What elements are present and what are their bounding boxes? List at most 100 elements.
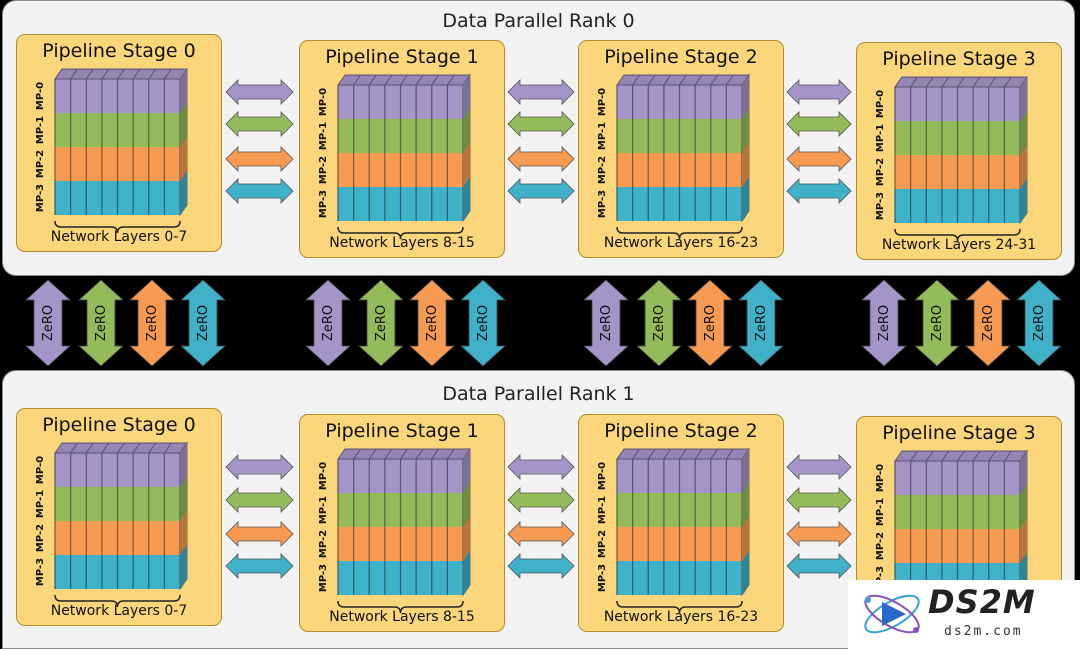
zero-label: ZeRO (196, 305, 211, 341)
mp-label: MP-1 (318, 496, 329, 524)
mp-label: MP-3 (875, 192, 886, 220)
slab-side-band (742, 517, 749, 561)
pipeline-arrow (507, 454, 575, 480)
mp-label: MP-2 (597, 530, 608, 558)
zero-arrow (77, 279, 125, 367)
slab-side-band (463, 177, 470, 221)
mp-label: MP-0 (318, 88, 329, 116)
layer-brace (616, 226, 743, 240)
mp-label: MP-2 (875, 532, 886, 560)
zero-label: ZeRO (374, 305, 389, 341)
slab-side-band (742, 551, 749, 595)
zero-arrow (459, 279, 507, 367)
pipeline-arrow (786, 521, 852, 547)
mp-label: MP-3 (597, 564, 608, 592)
mp-label: MP-3 (875, 566, 886, 594)
zero-arrow (408, 279, 456, 367)
slab-side-band (742, 143, 749, 187)
mp-label: MP-1 (35, 490, 46, 518)
zero-label: ZeRO (476, 305, 491, 341)
zero-arrow (686, 279, 734, 367)
slab-side-band (463, 75, 470, 119)
zero-label: ZeRO (599, 305, 614, 341)
stage-layers-label: Network Layers 24-31 (881, 237, 1037, 253)
zero-arrow (860, 279, 908, 367)
watermark-subtitle: ds2m.com (944, 624, 1023, 639)
slab-side-band (180, 545, 187, 589)
zero-label: ZeRO (41, 305, 56, 341)
pipeline-arrow (786, 553, 852, 579)
layer-brace (616, 600, 743, 614)
slab-side-band (1020, 77, 1027, 121)
pipeline-arrow (225, 178, 294, 204)
stage-layers-label: Network Layers 0-7 (50, 603, 188, 619)
zero-label: ZeRO (754, 305, 769, 341)
layer-slabs (616, 447, 750, 597)
pipeline-arrow (786, 79, 852, 105)
mp-label: MP-0 (597, 88, 608, 116)
slab-side-band (463, 483, 470, 527)
pipeline-arrow (507, 111, 575, 137)
pipeline-arrow (225, 79, 294, 105)
slab-side-band (742, 109, 749, 153)
zero-arrow (357, 279, 405, 367)
zero-label: ZeRO (981, 305, 996, 341)
stage-layers-label: Network Layers 16-23 (603, 609, 759, 625)
slab-side-band (1020, 111, 1027, 155)
slab-side-band (180, 443, 187, 487)
pipeline-arrow (786, 111, 852, 137)
zero-arrow (737, 279, 785, 367)
pipeline-arrow (786, 487, 852, 513)
zero-label: ZeRO (652, 305, 667, 341)
mp-label: MP-3 (597, 190, 608, 218)
slab-side-band (1020, 519, 1027, 563)
layer-stack: MP-0MP-1MP-2MP-3 (597, 73, 750, 240)
mp-label: MP-0 (35, 456, 46, 484)
slab-side-band (1020, 179, 1027, 223)
layer-stack: MP-0MP-1MP-2MP-3 (35, 441, 188, 608)
mp-label: MP-1 (875, 124, 886, 152)
layer-brace (54, 220, 181, 234)
stage-layers-label: Network Layers 8-15 (329, 609, 475, 625)
slab-side-band (180, 477, 187, 521)
mp-label: MP-0 (597, 462, 608, 490)
layer-slabs (337, 73, 471, 223)
watermark-title: DS2M (928, 583, 1036, 621)
layer-slabs (54, 67, 188, 217)
pipeline-arrow (786, 454, 852, 480)
mp-label: MP-3 (35, 184, 46, 212)
stage-title: Pipeline Stage 1 (325, 46, 479, 68)
mp-label: MP-0 (875, 464, 886, 492)
slab-side-band (742, 449, 749, 493)
logo-icon (864, 594, 920, 634)
mp-label: MP-3 (318, 190, 329, 218)
stage-title: Pipeline Stage 0 (42, 40, 196, 62)
layer-slabs (894, 75, 1028, 225)
stage-title: Pipeline Stage 3 (882, 48, 1036, 70)
mp-label: MP-2 (597, 156, 608, 184)
zero-arrow (1015, 279, 1063, 367)
pipeline-arrow (225, 111, 294, 137)
pipeline-arrow (507, 178, 575, 204)
layer-stack: MP-0MP-1MP-2MP-3 (35, 67, 188, 234)
slab-side-band (180, 171, 187, 215)
stage-title: Pipeline Stage 3 (882, 422, 1036, 444)
pipeline-arrow (225, 487, 294, 513)
slab-side-band (742, 75, 749, 119)
mp-label: MP-0 (318, 462, 329, 490)
zero-arrow (582, 279, 630, 367)
slab-side-band (463, 449, 470, 493)
zero-arrow (913, 279, 961, 367)
mp-label: MP-2 (318, 530, 329, 558)
zero-arrow (964, 279, 1012, 367)
pipeline-arrow (786, 146, 852, 172)
mp-label: MP-0 (35, 82, 46, 110)
slab-side-band (1020, 145, 1027, 189)
mp-label: MP-1 (875, 498, 886, 526)
layer-brace (54, 594, 181, 608)
mp-label: MP-2 (35, 524, 46, 552)
